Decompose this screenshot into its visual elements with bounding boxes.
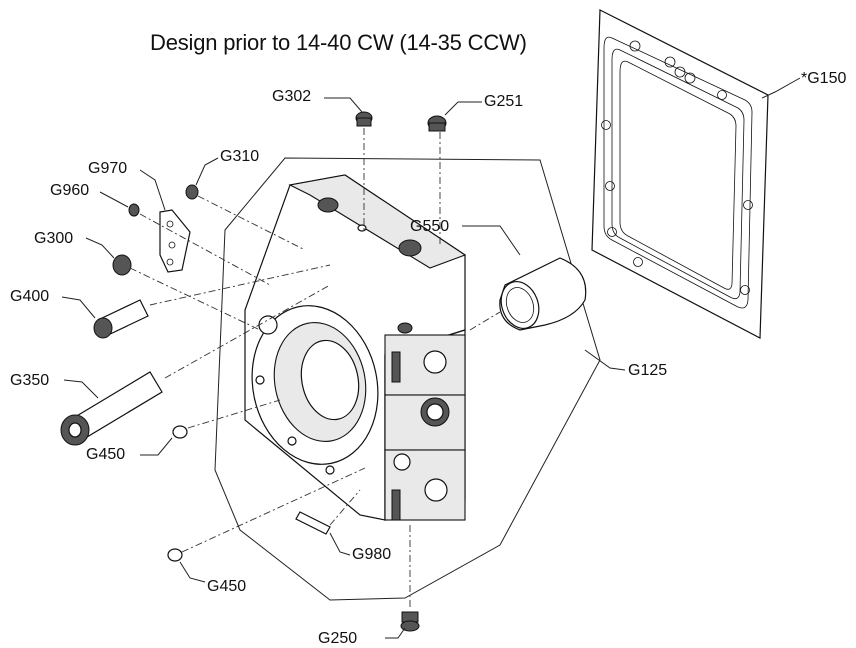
callout-g310: G310 (220, 148, 260, 165)
callout-g150: *G150 (801, 70, 847, 87)
callout-g251: G251 (484, 93, 524, 110)
g250-plug (400, 611, 420, 632)
g960-screw (128, 203, 140, 217)
assembly-centerlines (129, 128, 501, 610)
callout-g302: G302 (272, 88, 312, 105)
callout-g970: G970 (88, 160, 128, 177)
callout-g980: G980 (352, 546, 392, 563)
callout-g250: G250 (318, 630, 358, 647)
g350-screw (60, 371, 163, 446)
callout-g350: G350 (10, 372, 50, 389)
g970-plate (159, 209, 191, 273)
g450-pin-upper (172, 425, 188, 439)
callout-g960: G960 (50, 182, 90, 199)
g150-gasket (591, 9, 769, 339)
g125-kit-boundary (214, 157, 601, 601)
g450-pin-lower (167, 548, 183, 562)
diagram-title: Design prior to 14-40 CW (14-35 CCW) (150, 30, 527, 55)
g300-plug (112, 254, 132, 276)
g302-plug (355, 111, 373, 127)
callout-g400: G400 (10, 288, 50, 305)
g400-screw (93, 299, 149, 339)
callout-g300: G300 (34, 230, 74, 247)
g310-plug (185, 184, 199, 200)
g550-bushing (499, 257, 587, 331)
callout-leaders (61, 77, 801, 639)
callout-g450-upper: G450 (86, 446, 126, 463)
callout-g450-lower: G450 (207, 578, 247, 595)
callout-g125: G125 (628, 362, 668, 379)
g125-housing (244, 174, 467, 521)
callout-g550: G550 (410, 218, 450, 235)
g251-plug (427, 115, 447, 132)
g980-pin (295, 511, 331, 535)
